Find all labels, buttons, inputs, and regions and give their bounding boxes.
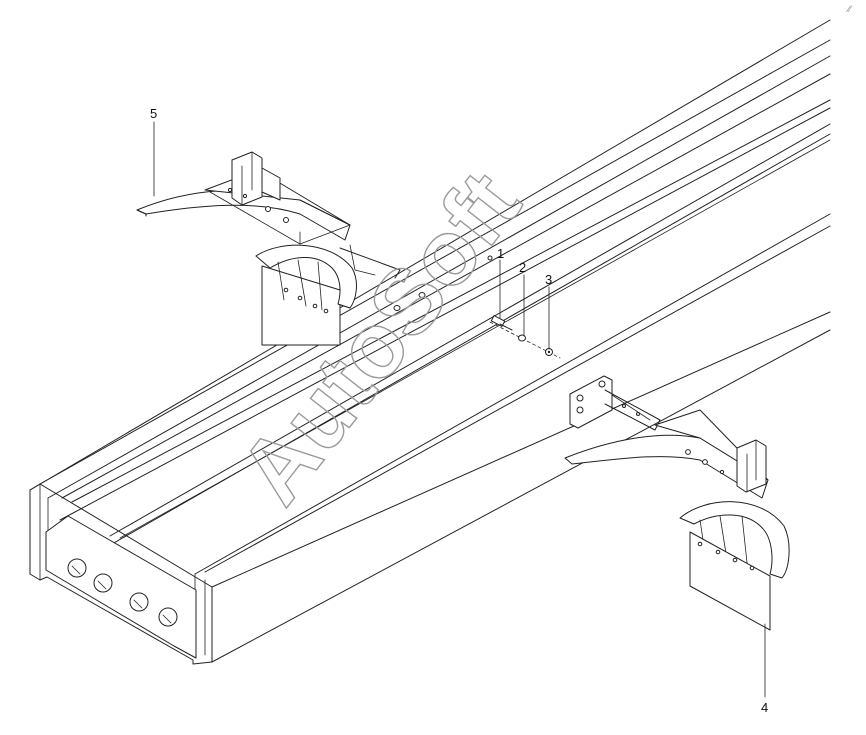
washer bbox=[518, 334, 526, 342]
mudguard-assembly-left bbox=[136, 151, 401, 346]
end-plate-hole bbox=[129, 592, 149, 612]
callout-label-3: 3 bbox=[545, 272, 552, 287]
callout-label-2: 2 bbox=[519, 260, 526, 275]
corner-mark: ∕∕ bbox=[846, 4, 853, 14]
end-plate-hole bbox=[93, 573, 113, 593]
callout-label-4: 4 bbox=[761, 700, 768, 715]
mudguard-assembly-right bbox=[564, 375, 790, 631]
end-plate-hole bbox=[67, 558, 87, 578]
frame-beam bbox=[29, 19, 831, 665]
callout-label-1: 1 bbox=[497, 246, 504, 261]
fastener-stack bbox=[489, 315, 561, 359]
callout-label-5: 5 bbox=[150, 106, 157, 121]
callout-leaders bbox=[153, 121, 766, 698]
end-plate-hole bbox=[158, 607, 178, 627]
